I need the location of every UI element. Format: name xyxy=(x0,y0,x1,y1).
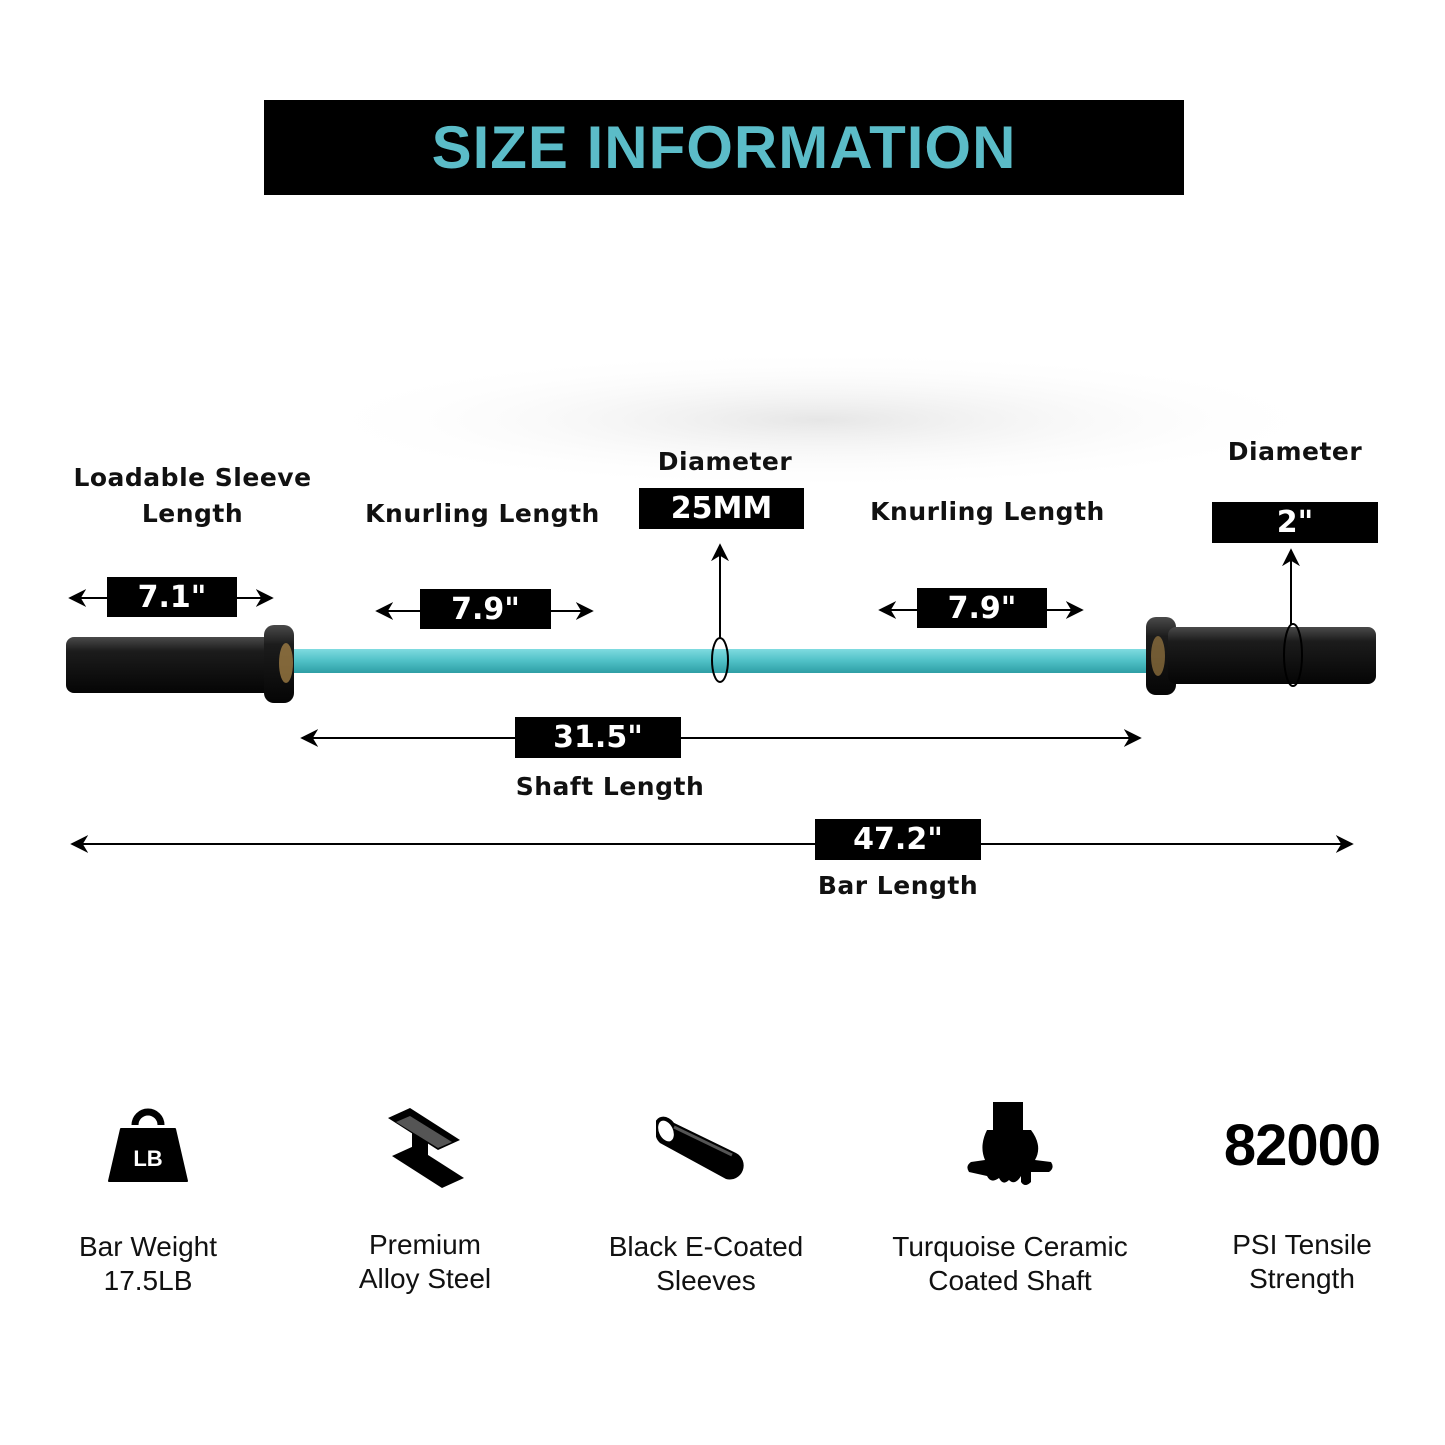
feature-tensile-strength: 82000 PSI Tensile Strength xyxy=(1162,1090,1442,1410)
knurl-right-value: 7.9" xyxy=(917,588,1047,628)
bar-shaft xyxy=(288,649,1154,673)
sleeve-length-label: Loadable Sleeve Length xyxy=(73,463,312,528)
feature-caption: Bar Weight 17.5LB xyxy=(79,1231,217,1296)
feature-alloy-steel: Premium Alloy Steel xyxy=(285,1090,565,1410)
hand-grip-icon xyxy=(870,1090,1150,1200)
feature-bar-weight: LB Bar Weight 17.5LB xyxy=(8,1090,288,1410)
feature-caption: Premium Alloy Steel xyxy=(358,1229,492,1294)
shaft-diameter-value: 25MM xyxy=(639,488,804,529)
left-sleeve xyxy=(66,637,276,693)
right-bushing xyxy=(1151,636,1165,676)
sleeve-diameter-label: Diameter xyxy=(1227,437,1363,466)
sleeve-diameter-ring xyxy=(1283,623,1303,687)
sleeve-diameter-value: 2" xyxy=(1212,502,1378,543)
right-sleeve xyxy=(1168,627,1376,684)
sleeve-length-value: 7.1" xyxy=(107,577,237,617)
bar-length-value: 47.2" xyxy=(815,819,981,860)
shaft-length-value: 31.5" xyxy=(515,717,681,758)
background-shadow xyxy=(300,350,1340,490)
knurl-right-label: Knurling Length xyxy=(870,497,1105,526)
feature-caption: Turquoise Ceramic Coated Shaft xyxy=(892,1231,1128,1296)
weight-icon-text: LB xyxy=(133,1146,162,1171)
bar-length-label: Bar Length xyxy=(817,871,979,900)
feature-caption: Black E-Coated Sleeves xyxy=(608,1231,804,1296)
feature-ceramic-shaft: Turquoise Ceramic Coated Shaft xyxy=(870,1090,1150,1410)
tensile-number: 82000 xyxy=(1223,1112,1381,1178)
feature-e-coated-sleeves: Black E-Coated Sleeves xyxy=(566,1090,846,1410)
page-title: SIZE INFORMATION xyxy=(431,114,1017,181)
steel-beam-icon xyxy=(285,1090,565,1200)
sleeve-cylinder-icon xyxy=(566,1090,846,1200)
knurl-left-label: Knurling Length xyxy=(365,499,600,528)
shaft-length-label: Shaft Length xyxy=(515,772,705,801)
weight-icon: LB xyxy=(8,1090,288,1200)
title-banner: SIZE INFORMATION xyxy=(264,100,1184,195)
shaft-diameter-label: Diameter xyxy=(657,447,793,476)
knurl-left-value: 7.9" xyxy=(420,589,551,629)
left-bushing xyxy=(279,643,293,683)
feature-caption: PSI Tensile Strength xyxy=(1232,1229,1372,1294)
